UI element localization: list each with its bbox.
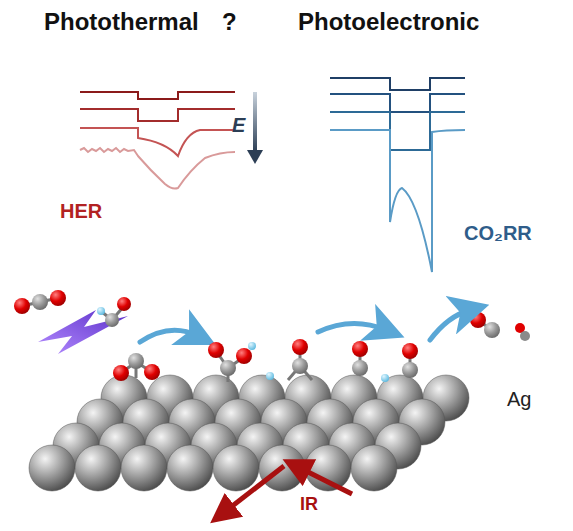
hydrogen-atom: [248, 342, 256, 350]
oxygen-atom: [144, 364, 160, 380]
potential-label: E: [232, 114, 245, 137]
carbon-atom: [220, 360, 236, 376]
gas-atoms: [14, 290, 530, 341]
carbon-atom: [32, 294, 48, 310]
trace: [80, 92, 235, 99]
potential-arrow: [247, 92, 263, 164]
oxygen-atom: [117, 297, 131, 311]
process-arrows: [140, 310, 470, 342]
trace: [80, 148, 235, 189]
ag-atom: [29, 445, 75, 491]
hydrogen-atom: [97, 307, 105, 315]
carbon-atom: [128, 353, 144, 369]
question-mark: ?: [222, 8, 237, 36]
her-traces: [80, 92, 235, 189]
light-bolt: [38, 310, 128, 354]
co2rr-traces: [330, 78, 465, 272]
ir-in-arrow: [296, 466, 352, 494]
arrow-shaft: [253, 92, 257, 152]
carbon-atom: [105, 313, 119, 327]
ag-atom: [121, 445, 167, 491]
gas-bonds: [22, 298, 525, 336]
trace: [330, 78, 465, 90]
oxygen-atom: [292, 339, 308, 355]
panel-title: Photothermal: [44, 8, 199, 36]
oxygen-atom: [113, 365, 129, 381]
carbon-atom: [402, 362, 418, 378]
ag-atom: [351, 445, 397, 491]
oxygen-atom: [14, 298, 30, 314]
arrow-head: [247, 150, 263, 164]
ag-slab: [29, 375, 469, 491]
carbon-atom: [352, 360, 368, 376]
oxygen-atom: [352, 341, 368, 357]
oxygen-atom: [470, 312, 486, 328]
carbon-atom: [484, 322, 500, 338]
panel-title: Photoelectronic: [298, 8, 479, 36]
metal-label: Ag: [507, 388, 531, 411]
hydrogen-atom: [266, 372, 274, 380]
ir-out-arrow: [222, 466, 284, 514]
curved-arrow: [318, 323, 386, 332]
reaction-label: HER: [60, 200, 102, 223]
oxygen-atom: [208, 342, 224, 358]
ag-atom: [213, 445, 259, 491]
ir-label: IR: [300, 494, 318, 515]
trace: [80, 109, 235, 121]
trace: [330, 94, 465, 112]
ag-atom: [167, 445, 213, 491]
curved-arrow: [430, 310, 470, 340]
ag-atom: [75, 445, 121, 491]
oxygen-atom: [402, 343, 418, 359]
adsorbate-atoms: [113, 339, 418, 382]
carbon-atom: [520, 331, 530, 341]
oxygen-atom: [236, 348, 252, 364]
oxygen-atom: [50, 290, 66, 306]
curved-arrow: [140, 330, 198, 342]
trace: [330, 130, 465, 272]
hydrogen-atom: [381, 374, 389, 382]
ir-arrows: [222, 466, 352, 514]
reaction-label: CO₂RR: [464, 222, 532, 245]
carbon-atom: [292, 358, 308, 374]
